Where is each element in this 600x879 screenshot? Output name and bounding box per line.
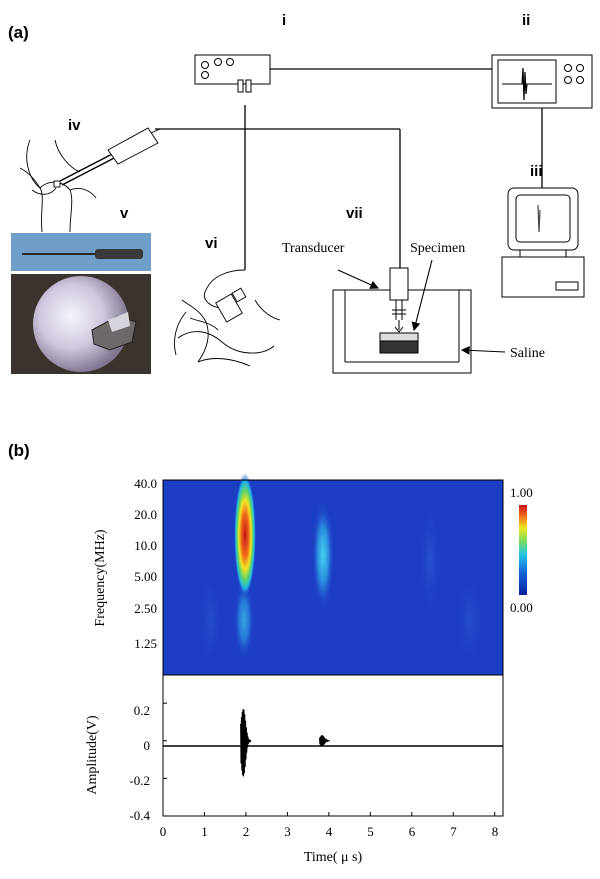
freq-tick: 40.0: [134, 476, 157, 491]
label-iv: iv: [68, 117, 81, 134]
amp-tick: 0: [144, 738, 151, 753]
colorbar: 1.00 0.00: [510, 485, 533, 615]
amplitude-x-ticks: [162, 702, 496, 817]
time-tick: 4: [326, 824, 333, 839]
time-tick: 2: [243, 824, 250, 839]
knee-transducer-illustration: [174, 269, 281, 367]
time-tick: 7: [450, 824, 457, 839]
panel-label-a: (a): [8, 23, 29, 42]
waveform-burst-1: [240, 708, 252, 777]
time-tick: 1: [201, 824, 208, 839]
colorbar-min-label: 0.00: [510, 600, 533, 615]
label-ii: ii: [522, 12, 530, 29]
transducer-label: Transducer: [282, 241, 345, 256]
probe-photo: [11, 233, 151, 271]
saline-label: Saline: [510, 346, 545, 361]
computer: [501, 187, 585, 298]
freq-tick: 20.0: [134, 507, 157, 522]
spectrogram-blob-2: [312, 500, 334, 610]
frequency-axis-title: Frequency(MHz): [93, 529, 108, 627]
freq-tick: 2.50: [134, 601, 157, 616]
amplitude-axis-title: Amplitude(V): [85, 715, 100, 795]
specimen-label: Specimen: [410, 241, 465, 256]
transducer-arrow: [337, 269, 380, 289]
freq-tick: 10.0: [134, 538, 157, 553]
label-vi: vi: [205, 235, 218, 252]
freq-tick: 1.25: [134, 636, 157, 651]
label-i: i: [282, 12, 286, 29]
label-iii: iii: [530, 163, 543, 180]
time-x-tick-labels: 0 1 2 3 4 5 6 7 8: [160, 824, 499, 839]
specimen-arrow: [411, 259, 433, 332]
label-vii: vii: [346, 205, 363, 222]
amplitude-plot: [162, 674, 504, 817]
label-v: v: [120, 205, 129, 222]
panel-label-b: (b): [8, 441, 30, 460]
spectrogram-y-ticks: 40.0 20.0 10.0 5.00 2.50 1.25: [134, 476, 157, 651]
amp-tick: 0.2: [134, 703, 150, 718]
spectrogram: [162, 473, 504, 676]
time-tick: 3: [284, 824, 291, 839]
amp-tick: -0.4: [129, 808, 150, 823]
amplitude-y-ticks: 0.2 0 -0.2 -0.4: [129, 703, 150, 823]
time-axis-title: Time( μ s): [304, 850, 363, 865]
knee-probe-illustration: [19, 127, 161, 233]
saline-arrow: [460, 345, 506, 355]
spectrogram-blob-1: [234, 473, 256, 597]
time-tick: 6: [409, 824, 416, 839]
time-tick: 8: [492, 824, 499, 839]
oscilloscope: [491, 54, 593, 109]
time-tick: 0: [160, 824, 167, 839]
waveform-burst-2: [319, 735, 330, 747]
saline-tank: [332, 267, 472, 374]
freq-tick: 5.00: [134, 569, 157, 584]
spectrogram-blob-1-low: [234, 580, 254, 660]
time-tick: 5: [367, 824, 374, 839]
colorbar-max-label: 1.00: [510, 485, 533, 500]
amp-tick: -0.2: [129, 773, 150, 788]
pulser-receiver-box: [194, 54, 271, 93]
arthroscopy-view: [11, 274, 151, 374]
